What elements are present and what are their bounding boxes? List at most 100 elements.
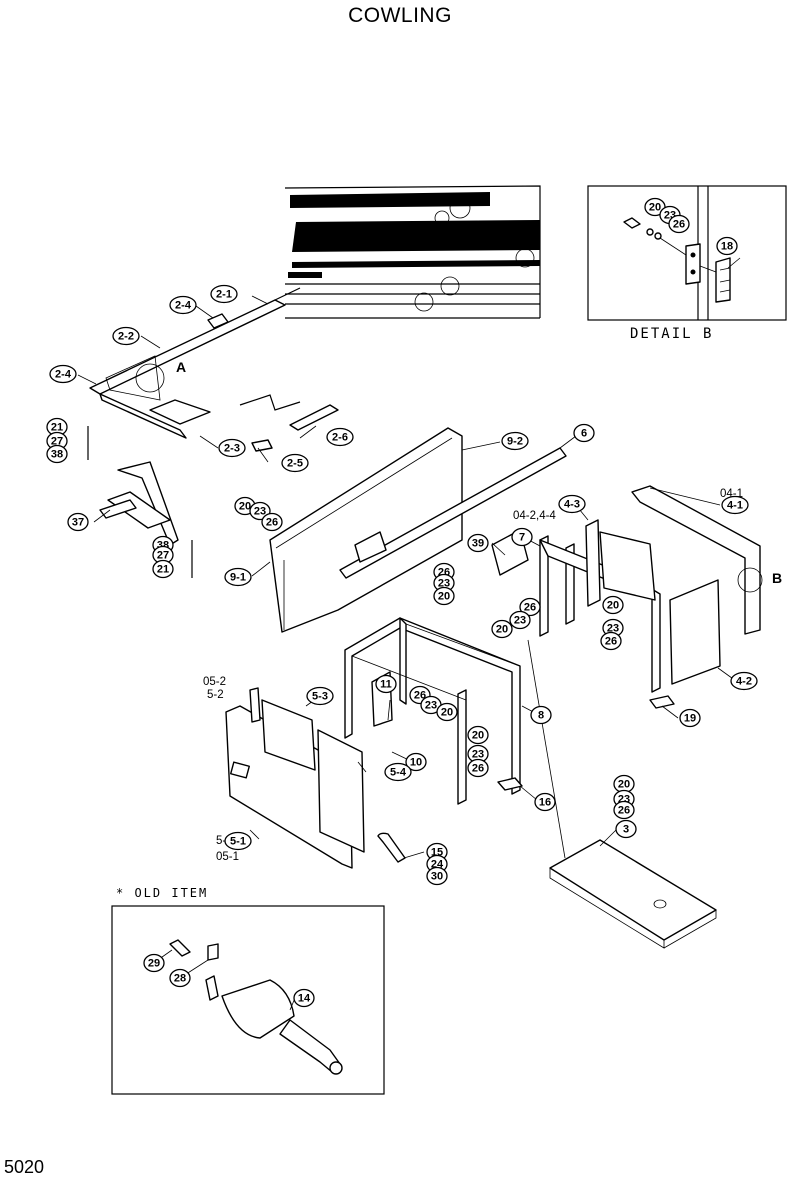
engine-cover-partial-view xyxy=(284,185,541,319)
callout-2-4: 2-4 xyxy=(49,364,77,384)
callout-label: 9-1 xyxy=(230,572,246,584)
old-item-box xyxy=(111,905,385,1095)
callout-26: 26 xyxy=(467,758,489,778)
callout-label: 26 xyxy=(414,690,426,702)
callout-label: 38 xyxy=(51,449,63,461)
callout-label: 30 xyxy=(431,871,443,883)
callout-11: 11 xyxy=(375,674,397,694)
callout-label: 23 xyxy=(254,506,266,518)
bar-6 xyxy=(339,447,567,579)
detail-letter-b: B xyxy=(772,570,782,586)
callout-label: 3 xyxy=(623,824,629,836)
callout-20: 20 xyxy=(613,774,635,794)
callout-label: 20 xyxy=(239,501,251,513)
callout-2-1: 2-1 xyxy=(210,284,238,304)
panel-5-1 xyxy=(225,687,365,869)
detail-b-box xyxy=(587,185,787,321)
label-5-2: 5-2 xyxy=(207,689,224,701)
panel-4-1 xyxy=(599,485,763,685)
callout-label: 2-4 xyxy=(55,369,72,381)
callout-label: 8 xyxy=(538,710,544,722)
callout-23: 23 xyxy=(467,744,489,764)
callout-23: 23 xyxy=(420,695,442,715)
callout-label: 20 xyxy=(618,779,630,791)
callout-label: 23 xyxy=(472,749,484,761)
callout-37: 37 xyxy=(67,512,89,532)
callout-9-2: 9-2 xyxy=(501,431,529,451)
callout-label: 29 xyxy=(148,958,160,970)
callout-label: 2-2 xyxy=(118,331,134,343)
callout-label: 4-1 xyxy=(727,500,743,512)
callout-label: 28 xyxy=(174,973,186,985)
callout-label: 26 xyxy=(524,602,536,614)
page-number: 5020 xyxy=(4,1157,45,1177)
callout-2-3: 2-3 xyxy=(218,438,246,458)
callout-27: 27 xyxy=(152,545,174,565)
detail-b-title: DETAIL B xyxy=(630,326,713,342)
callout-29: 29 xyxy=(143,953,165,973)
callout-20: 20 xyxy=(433,586,455,606)
callout-20: 20 xyxy=(467,725,489,745)
callout-30: 30 xyxy=(426,866,448,886)
callout-26: 26 xyxy=(600,631,622,651)
callout-5-1: 5-1 xyxy=(224,831,252,851)
callout-label: 20 xyxy=(649,202,661,214)
callout-20: 20 xyxy=(644,197,666,217)
callout-label: 11 xyxy=(380,679,392,691)
callout-19: 19 xyxy=(679,708,701,728)
callout-label: 26 xyxy=(472,763,484,775)
callout-label: 20 xyxy=(472,730,484,742)
label-05-1: 05-1 xyxy=(216,851,239,863)
callout-label: 4-2 xyxy=(736,676,752,688)
callout-label: 23 xyxy=(425,700,437,712)
callout-label: 14 xyxy=(298,993,311,1005)
callout-label: 10 xyxy=(410,757,422,769)
label-04-2-4-4: 04-2,4-4 xyxy=(513,510,556,522)
callout-label: 16 xyxy=(539,797,551,809)
callout-label: 26 xyxy=(673,219,685,231)
callout-label: 27 xyxy=(157,550,169,562)
callout-label: 20 xyxy=(438,591,450,603)
callout-label: 18 xyxy=(721,241,733,253)
leader-line-plate xyxy=(527,639,566,859)
foot-19 xyxy=(649,695,675,709)
callout-16: 16 xyxy=(534,792,556,812)
callout-20: 20 xyxy=(491,619,513,639)
callout-28: 28 xyxy=(169,968,191,988)
callout-2-4: 2-4 xyxy=(169,295,197,315)
callout-2-5: 2-5 xyxy=(281,453,309,473)
callout-26: 26 xyxy=(261,512,283,532)
callout-label: 23 xyxy=(514,615,526,627)
bracket-37 xyxy=(87,426,193,578)
callout-23: 23 xyxy=(433,573,455,593)
callout-label: 26 xyxy=(618,805,630,817)
callout-5-4: 5-4 xyxy=(384,762,412,782)
callout-label: 26 xyxy=(605,636,617,648)
callout-label: 21 xyxy=(51,422,63,434)
callout-label: 20 xyxy=(441,707,453,719)
callout-label: 2-3 xyxy=(224,443,240,455)
callout-label: 4-3 xyxy=(564,499,580,511)
leader-lines xyxy=(77,257,741,1011)
callout-2-2: 2-2 xyxy=(112,326,140,346)
callout-label: 37 xyxy=(72,517,84,529)
top-cover-assembly xyxy=(89,287,339,452)
callout-4-2: 4-2 xyxy=(730,671,758,691)
callout-23: 23 xyxy=(509,610,531,630)
callout-label: 19 xyxy=(684,713,696,725)
callout-8: 8 xyxy=(530,705,552,725)
callout-label: 23 xyxy=(607,623,619,635)
callout-38: 38 xyxy=(46,444,68,464)
callout-label: 2-1 xyxy=(216,289,232,301)
callout-label: 26 xyxy=(266,517,278,529)
callout-26: 26 xyxy=(613,800,635,820)
callout-18: 18 xyxy=(716,236,738,256)
callout-label: 9-2 xyxy=(507,436,523,448)
old-item-title: * OLD ITEM xyxy=(116,886,208,900)
callout-26: 26 xyxy=(519,597,541,617)
callout-label: 2-6 xyxy=(332,432,348,444)
callout-20: 20 xyxy=(436,702,458,722)
callout-3: 3 xyxy=(615,819,637,839)
